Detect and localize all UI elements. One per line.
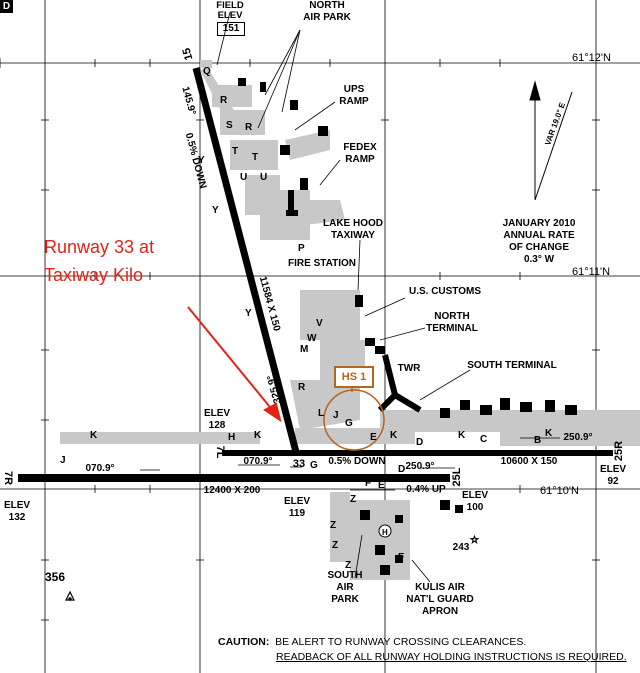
taxiway-letter: B (534, 435, 542, 446)
svg-text:☆: ☆ (470, 535, 479, 546)
elevation-label: ELEV 92 (599, 464, 627, 487)
taxiway-letter: Z (345, 560, 352, 571)
hot-spot-label: HS 1 (334, 366, 374, 388)
obstacle-height-label: 356 (44, 570, 66, 584)
runway-end-label: 25R (613, 440, 625, 462)
fedex-ramp-label: FEDEX RAMP (343, 142, 377, 165)
taxiway-letter: R (220, 95, 228, 106)
elevation-label: ELEV 132 (3, 500, 31, 523)
taxiway-letter: K (254, 430, 262, 441)
taxiway-letter: W (307, 333, 317, 344)
fire-station-label: FIRE STATION (288, 258, 356, 269)
latitude-label: 61°11'N (572, 266, 611, 278)
runway-heading-label: 070.9° (243, 456, 273, 467)
annotation-label: Runway 33 at Taxiway Kilo (44, 237, 155, 285)
caution-note: CAUTION: BE ALERT TO RUNWAY CROSSING CLE… (218, 635, 627, 665)
runway-slope-label: 0.4% UP (406, 484, 446, 495)
taxiway-letter: E (378, 480, 385, 491)
taxiway-letter: K (458, 430, 466, 441)
lake-hood-taxiway-label: LAKE HOOD TAXIWAY (323, 218, 383, 241)
taxiway-letter: Y (245, 308, 252, 319)
runway-dimensions-label: 10600 X 150 (500, 456, 558, 467)
runways (18, 67, 613, 482)
taxiway-letter: T (252, 152, 259, 163)
twr-label: TWR (397, 363, 421, 374)
taxiway-letter: R (245, 122, 253, 133)
elevation-label: ELEV 119 (283, 496, 311, 519)
taxiway-letter: Z (330, 520, 337, 531)
taxiway-letter: F (398, 552, 405, 563)
taxiway-letter: P (298, 243, 305, 254)
taxiway-letter: D (416, 437, 424, 448)
caution-lead: CAUTION: (218, 636, 270, 648)
taxiway-letter: F (365, 478, 372, 489)
taxiway-letter: Z (332, 540, 339, 551)
taxiway-letter: Y (212, 205, 219, 216)
elevation-label: ELEV 128 (203, 408, 231, 431)
south-air-park-label: SOUTH AIR PARK (327, 570, 363, 605)
latitude-label: 61°10'N (540, 485, 579, 497)
taxiway-letter: Y (198, 155, 205, 166)
caution-line-1: BE ALERT TO RUNWAY CROSSING CLEARANCES. (275, 636, 527, 648)
us-customs-label: U.S. CUSTOMS (408, 286, 482, 297)
taxiway-letter: J (60, 455, 66, 466)
runway-heading-label: 070.9° (85, 463, 115, 474)
taxiway-letter: G (345, 418, 353, 429)
taxiway-letter: T (232, 146, 239, 157)
runway-end-label: 7L (214, 445, 226, 459)
field-elevation-label: FIELD ELEV (216, 0, 244, 21)
chart-badge: D (0, 0, 13, 13)
caution-line-2: READBACK OF ALL RUNWAY HOLDING INSTRUCTI… (276, 651, 627, 663)
taxiway-letter: Q (203, 66, 211, 77)
latitude-label: 61°12'N (572, 52, 611, 64)
north-arrow (529, 80, 573, 201)
annotation-arrow (187, 306, 282, 423)
runway-slope-label: 0.5% DOWN (328, 456, 386, 467)
taxiway-letter: E (370, 432, 377, 443)
obstacle-symbols: ☆ (65, 535, 479, 601)
runway-end-label: 7R (2, 470, 14, 486)
tower-structure (377, 354, 422, 413)
taxiway-letter: K (90, 430, 98, 441)
taxiway-letter: U (240, 172, 248, 183)
taxiway-letter: U (260, 172, 268, 183)
taxiway-letter: K (545, 428, 553, 439)
south-terminal-label: SOUTH TERMINAL (467, 360, 557, 371)
hot-spot-circle (323, 389, 385, 451)
svg-text:H: H (382, 528, 388, 537)
buildings (238, 78, 577, 575)
runway-dimensions-label: 12400 X 200 (203, 485, 261, 496)
taxiway-letter: D (398, 464, 406, 475)
taxiway-letter: H (228, 432, 236, 443)
taxiway-letter: J (333, 410, 339, 421)
taxiway-letter: R (298, 382, 306, 393)
taxiway-letter: V (316, 318, 323, 329)
taxiway-letter: K (390, 430, 398, 441)
runway-end-label: 33 (292, 458, 306, 470)
kulis-air-label: KULIS AIR NAT'L GUARD APRON (406, 582, 474, 617)
taxiway-letter: M (300, 344, 309, 355)
taxiway-letter: G (310, 460, 318, 471)
field-elevation-value: 151 (217, 22, 245, 36)
obstacle-height-label: 243 (452, 542, 470, 553)
ups-ramp-label: UPS RAMP (339, 84, 369, 107)
leader-lines (216, 11, 471, 583)
taxiway-letter: S (226, 120, 233, 131)
elevation-label: ELEV 100 (461, 490, 489, 513)
rate-of-change-note: JANUARY 2010 ANNUAL RATE OF CHANGE 0.3° … (502, 218, 576, 265)
north-terminal-label: NORTH TERMINAL (426, 311, 478, 334)
runway-15-33 (192, 67, 300, 453)
heliport-icon (378, 524, 392, 538)
runway-heading-label: 250.9° (563, 432, 593, 443)
taxiway-letter: C (480, 434, 488, 445)
runway-heading-label: 250.9° (405, 461, 435, 472)
taxiway-letter: Z (350, 494, 357, 505)
heading-arrows (140, 437, 560, 491)
north-air-park-label: NORTH AIR PARK (303, 0, 351, 23)
taxiway-letter: L (318, 408, 325, 419)
